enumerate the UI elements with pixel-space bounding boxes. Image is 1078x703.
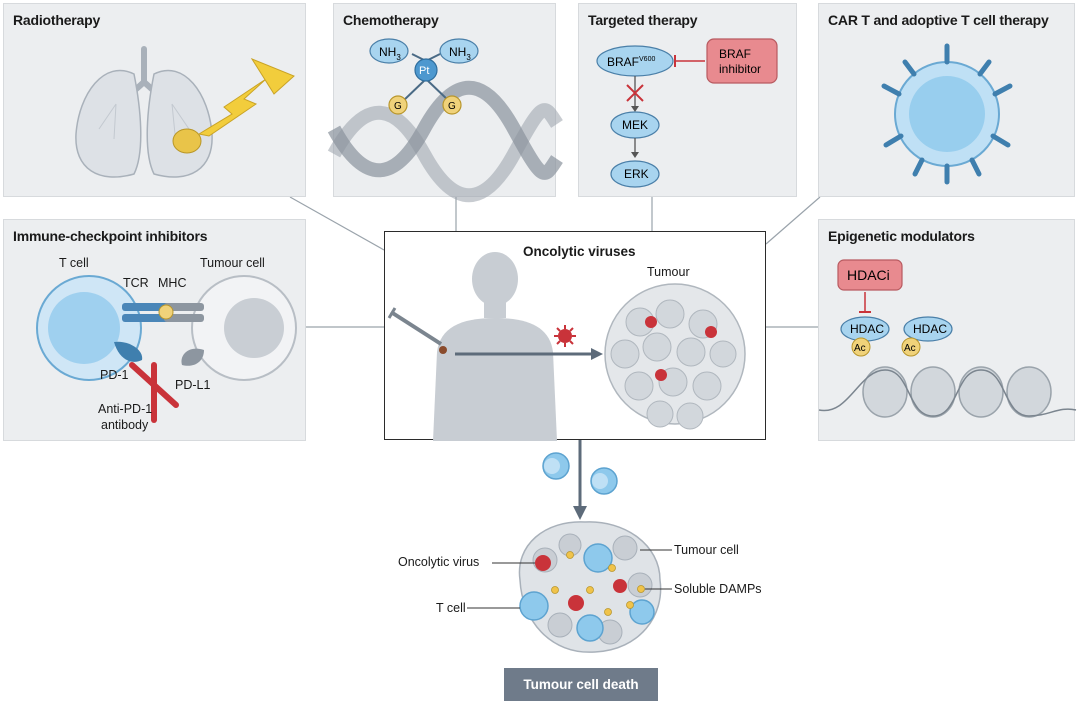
lung-illustration [75, 46, 295, 178]
t-cell-outcome-label: T cell [436, 601, 466, 615]
hdac-node-1: HDAC [840, 316, 890, 342]
oncolytic-illustration [387, 252, 746, 441]
acetyl-group-1: Ac [851, 337, 871, 357]
svg-text:inhibitor: inhibitor [719, 62, 761, 76]
guanine-base-right: G [442, 95, 462, 115]
svg-text:Ac: Ac [854, 343, 866, 354]
free-t-cells [542, 452, 618, 495]
mhc-label: MHC [158, 276, 187, 290]
pathway-illustration: BRAFV600 BRAF inhibitor MEK ERK [596, 38, 778, 188]
radiotherapy-panel: Radiotherapy [3, 3, 306, 197]
oncolytic-panel: Oncolytic viruses Tumour [384, 231, 766, 441]
nh3-ligand-left: NH3 [369, 38, 409, 64]
svg-text:ERK: ERK [624, 167, 649, 181]
platinum-atom: Pt [414, 58, 438, 82]
radiotherapy-title: Radiotherapy [13, 12, 101, 28]
targeted-therapy-title: Targeted therapy [588, 12, 698, 28]
pdl1-label: PD-L1 [175, 378, 211, 392]
svg-text:G: G [448, 101, 456, 112]
tumour-cell-death-box: Tumour cell death [504, 668, 658, 701]
tumour-cell-outcome-label: Tumour cell [674, 543, 739, 557]
targeted-therapy-panel: Targeted therapy BRAFV600 BRAF inhibitor… [578, 3, 797, 197]
nucleosomes [862, 366, 1052, 418]
svg-text:HDACi: HDACi [847, 267, 890, 283]
svg-text:NH3: NH3 [379, 45, 401, 62]
epigenetic-panel: Epigenetic modulators HDACi HDAC HDAC Ac… [818, 219, 1077, 441]
blocked-cross-icon [626, 84, 644, 102]
chemotherapy-title: Chemotherapy [343, 12, 439, 28]
svg-text:G: G [394, 101, 402, 112]
svg-text:MEK: MEK [622, 118, 648, 132]
acetyl-group-2: Ac [901, 337, 921, 357]
chemotherapy-panel: Chemotherapy NH3 NH3 Pt G G [327, 3, 563, 203]
oncolytic-title: Oncolytic viruses [523, 244, 636, 259]
antibody-icon [129, 362, 179, 423]
checkpoint-title: Immune-checkpoint inhibitors [13, 228, 208, 244]
epigenetic-title: Epigenetic modulators [828, 228, 975, 244]
braf-inhibitor-box: BRAF inhibitor [706, 38, 778, 84]
lightning-bolt-icon [197, 78, 267, 137]
nh3-ligand-right: NH3 [439, 38, 479, 64]
damps [551, 551, 645, 616]
viruses-in-tumour [535, 555, 627, 611]
car-t-panel: CAR T and adoptive T cell therapy [818, 3, 1075, 197]
checkpoint-illustration [36, 275, 297, 423]
mek-node: MEK [610, 111, 660, 139]
hdac-node-2: HDAC [903, 316, 953, 342]
pd1-label: PD-1 [100, 368, 129, 382]
checkpoint-panel: Immune-checkpoint inhibitors T cell Tumo… [3, 219, 306, 441]
virus-icon [554, 325, 576, 347]
damps-label: Soluble DAMPs [674, 582, 762, 596]
tumour-cell-death-label: Tumour cell death [523, 677, 639, 692]
tcr-label: TCR [123, 276, 149, 290]
tumour-in-lung [172, 128, 202, 154]
guanine-base-left: G [388, 95, 408, 115]
human-silhouette [433, 252, 557, 441]
car-t-title: CAR T and adoptive T cell therapy [828, 12, 1049, 28]
erk-node: ERK [610, 160, 660, 188]
syringe-icon [387, 307, 447, 354]
svg-text:HDAC: HDAC [913, 322, 947, 336]
t-cells-in-tumour [519, 543, 655, 642]
epigenetic-illustration: HDACi HDAC HDAC Ac Ac [818, 259, 1077, 418]
svg-text:BRAFV600: BRAFV600 [607, 55, 655, 69]
braf-node: BRAFV600 [596, 45, 674, 77]
tumour-mass [604, 283, 746, 430]
svg-text:Ac: Ac [904, 343, 916, 354]
hdaci-box: HDACi [837, 259, 903, 291]
svg-text:NH3: NH3 [449, 45, 471, 62]
antibody-label-line1: Anti-PD-1 [98, 402, 153, 416]
car-t-cell-illustration [881, 43, 1013, 185]
svg-text:HDAC: HDAC [850, 322, 884, 336]
tumour-label: Tumour [647, 265, 690, 279]
svg-text:BRAF: BRAF [719, 47, 751, 61]
oncolytic-virus-label: Oncolytic virus [398, 555, 480, 569]
tumour-cell-label: Tumour cell [200, 256, 265, 270]
chemo-illustration: NH3 NH3 Pt G G [327, 38, 563, 203]
svg-text:Pt: Pt [419, 65, 429, 77]
antibody-label-line2: antibody [101, 418, 149, 432]
t-cell-label: T cell [59, 256, 89, 270]
